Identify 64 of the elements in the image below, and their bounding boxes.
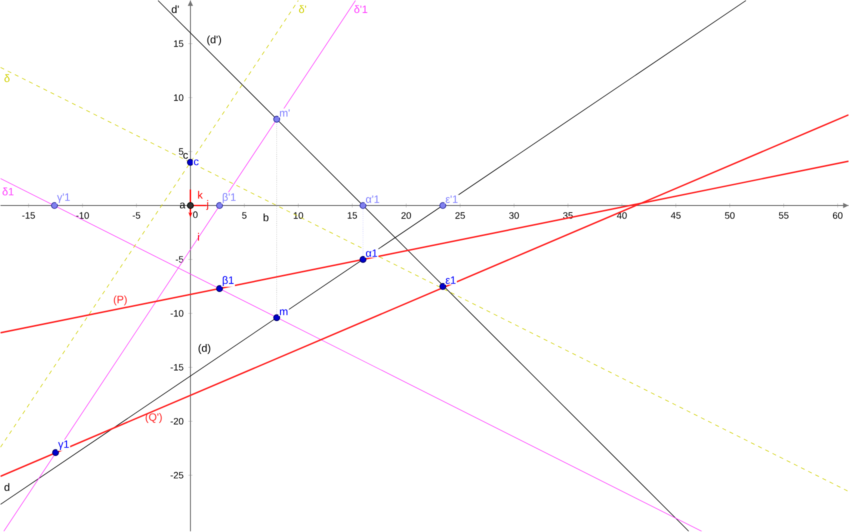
x-tick-label: 20 [401, 212, 411, 219]
node-label: ε1 [446, 276, 456, 284]
point: α'1 [360, 194, 380, 209]
y-tick-label: 10 [174, 94, 184, 101]
dotted-line [362, 208, 364, 256]
node-label: α1 [366, 250, 378, 257]
node-label: α'1 [366, 196, 380, 204]
x-tick-label: 15 [348, 212, 358, 219]
y-tick-label: -25 [170, 472, 184, 479]
node-label: ε'1 [446, 196, 458, 204]
x-tick-label: 10 [294, 212, 304, 219]
node-label: m' [280, 109, 290, 117]
vector-label: k [198, 190, 203, 199]
dotted-line [276, 122, 277, 315]
line-label: d' [172, 5, 179, 14]
x-tick-label: 25 [455, 212, 465, 219]
node-label: β'1 [222, 193, 236, 204]
x-tick-label: 0 [193, 212, 198, 218]
x-tick-label: 40 [616, 212, 627, 219]
line-label: b [264, 214, 268, 222]
x-tick-label: -5 [132, 212, 140, 219]
x-tick-label: 5 [242, 212, 247, 219]
node-label: β1 [222, 276, 234, 286]
node-label: γ1 [58, 440, 69, 450]
y-tick-label: -20 [170, 418, 184, 425]
series-label: (Q') [146, 413, 162, 424]
x-tick-label: 60 [832, 212, 843, 219]
point: c [186, 158, 200, 166]
point: ε1 [439, 276, 457, 290]
series-label: δ'1 [354, 5, 368, 14]
x-tick-label: 55 [778, 212, 789, 219]
series-label: δ [4, 74, 10, 82]
y-tick-label: 5 [178, 148, 184, 155]
y-tick-label: -15 [170, 364, 184, 371]
vector-label: j [206, 200, 208, 210]
series-label: (d') [207, 36, 221, 46]
node-label: m [280, 310, 288, 316]
point: ε'1 [439, 194, 459, 209]
point: α1 [360, 248, 378, 263]
point: γ1 [52, 440, 70, 456]
point: β'1 [216, 192, 237, 209]
y-tick-label: -10 [170, 310, 184, 317]
x-tick-label: -10 [76, 212, 89, 219]
node-label: γ'1 [57, 194, 70, 204]
point: γ'1 [51, 192, 72, 209]
series-label: δ' [299, 5, 306, 14]
node-label: a [180, 202, 186, 208]
y-tick-label: 15 [174, 40, 184, 48]
x-tick-label: 45 [670, 212, 681, 219]
line-label: c [183, 153, 188, 159]
series-label: (P) [114, 296, 127, 306]
y-tick-label: -5 [176, 256, 184, 263]
x-tick-label: 30 [509, 212, 519, 219]
point: a [180, 202, 194, 209]
x-tick-label: 50 [724, 212, 735, 219]
vector-label: i [198, 233, 199, 241]
series-label: (d) [198, 344, 210, 354]
point: m' [273, 108, 291, 123]
point: m [273, 308, 289, 322]
node-label: c [194, 160, 199, 166]
point: β1 [216, 275, 235, 292]
x-tick-label: -15 [22, 212, 35, 219]
line-label: d [4, 483, 10, 492]
series-label: δ1 [2, 188, 14, 196]
